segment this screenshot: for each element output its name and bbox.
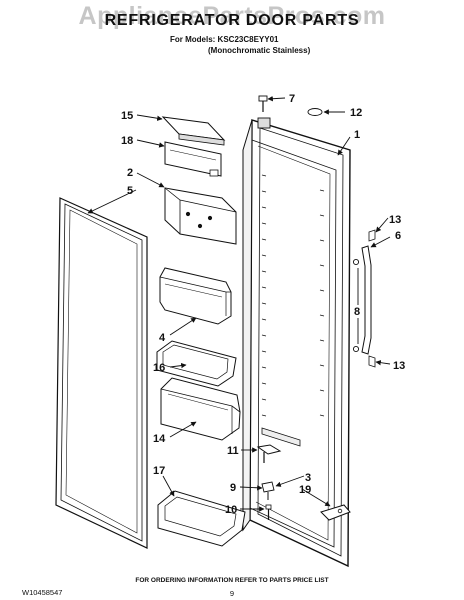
door-handle	[352, 229, 376, 368]
door-closing-cam	[261, 481, 275, 500]
callout-19: 19	[299, 484, 311, 496]
hinge-plug	[307, 108, 323, 116]
callout-18: 18	[121, 135, 133, 147]
callout-7: 7	[289, 93, 295, 105]
lower-hinge-bracket	[256, 444, 282, 463]
door-assembly	[242, 117, 351, 568]
dairy-door-bin	[164, 141, 222, 177]
callout-3: 3	[305, 472, 311, 484]
hinge-screw	[265, 504, 272, 520]
ordering-info-footer: FOR ORDERING INFORMATION REFER TO PARTS …	[135, 577, 329, 584]
bottom-door-tray	[157, 490, 246, 547]
callout-1: 1	[354, 129, 360, 141]
callout-leaders	[87, 96, 391, 512]
door-shelf-slots	[261, 174, 325, 417]
callout-4: 4	[159, 332, 166, 344]
callout-6: 6	[395, 230, 401, 242]
door-bin-large	[159, 267, 232, 325]
door-bin-bottom	[160, 377, 241, 441]
dairy-door-cover	[161, 116, 226, 146]
top-hinge-screw	[258, 95, 268, 112]
callout-5: 5	[127, 185, 133, 197]
door-shelf-rail	[156, 340, 237, 387]
page-number: 9	[229, 589, 235, 598]
callout-12: 12	[350, 107, 362, 119]
hinge-pin-bracket	[320, 504, 351, 521]
model-number: For Models: KSC23C8EYY01	[170, 35, 279, 44]
callout-15: 15	[121, 110, 133, 122]
watermark: AppliancePartsPros.com	[78, 2, 386, 30]
dairy-center	[164, 187, 237, 245]
model-info: For Models: KSC23C8EYY01 (Monochromatic …	[170, 34, 310, 56]
callout-8: 8	[354, 306, 360, 318]
callout-13-bottom: 13	[393, 360, 405, 372]
callout-2: 2	[127, 167, 133, 179]
callout-11: 11	[227, 445, 239, 457]
callout-13-top: 13	[389, 214, 401, 226]
model-finish: (Monochromatic Stainless)	[208, 46, 311, 55]
page-title: REFRIGERATOR DOOR PARTS	[104, 12, 360, 29]
document-number: W10458547	[22, 588, 63, 597]
callout-14: 14	[153, 433, 166, 445]
callout-10: 10	[225, 504, 237, 516]
door-gasket	[55, 197, 148, 549]
callout-17: 17	[153, 465, 165, 477]
callout-16: 16	[153, 362, 165, 374]
callout-9: 9	[230, 482, 236, 494]
